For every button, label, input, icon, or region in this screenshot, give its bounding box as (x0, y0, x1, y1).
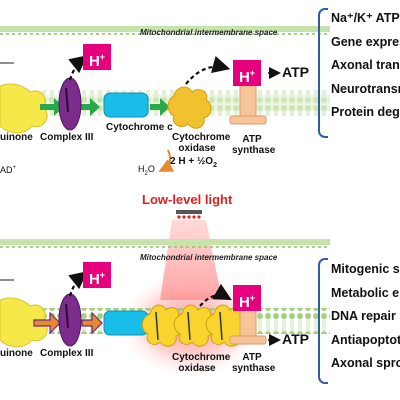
top-proton-arrow-1 (68, 55, 88, 81)
bottom-proton-arrow-2 (199, 283, 232, 307)
bottom-electron-arrows (33, 311, 103, 335)
top-water-arrow (158, 149, 175, 172)
top-atp-synthase-line2: synthase (232, 145, 276, 156)
bottom-atp-synthase-label: ATP synthase (232, 352, 276, 374)
bottom-oxidase-label-line2: oxidase (178, 363, 216, 374)
bottom-atp-label: ATP (282, 331, 309, 347)
top-proton-box-2: H+ (233, 60, 261, 86)
top-atp-synthase-label: ATP synthase (232, 134, 276, 156)
bottom-outcomes-list: Mitogenic s Metabolic e DNA repair Antia… (331, 258, 400, 376)
top-water-h: H (138, 164, 145, 174)
light-source (176, 210, 202, 219)
top-proton-charge-1: + (99, 52, 106, 62)
top-water-sub: 2 (144, 170, 148, 177)
top-oxidase-label: Cytochrome oxidase (172, 132, 231, 154)
bottom-proton-arrow-1 (68, 271, 88, 297)
bottom-proton-box-2: H+ (233, 285, 261, 311)
bottom-atp-synthase-shape (229, 301, 267, 345)
top-cytc-label: Cytochrome c (106, 122, 173, 133)
bottom-complex3-shape (58, 293, 82, 347)
top-electron-arrows (40, 98, 170, 116)
top-outcome-item: Gene expres (331, 34, 400, 49)
top-proton-box-1: H+ (83, 44, 111, 70)
top-outcome-item: Na⁺/K⁺ ATPa (331, 11, 400, 25)
top-atp-synthase-line1: ATP (242, 134, 262, 145)
top-cytc-shape (103, 92, 149, 118)
top-proton-symbol-2: H (238, 69, 250, 86)
top-outcomes-bracket (318, 8, 328, 138)
top-membrane-label: Mitochondrial intermembrane space (140, 28, 278, 37)
top-complex3-shape (58, 77, 82, 131)
top-outcome-item: Neurotransm (331, 81, 400, 96)
bottom-atp-synthase-line1: ATP (242, 352, 262, 363)
top-quinone-label: uinone (0, 132, 33, 143)
top-nad-text: AD (0, 165, 13, 175)
bottom-outcome-item: Axonal spro (331, 356, 400, 370)
bottom-proton-charge-2: + (249, 293, 256, 303)
bottom-outcome-item: Antiapoptot (331, 332, 400, 347)
top-oxidase-label-line2: oxidase (178, 143, 216, 154)
top-proton-arrow-2 (185, 56, 231, 85)
bottom-outcome-item: Mitogenic s (331, 262, 400, 276)
bottom-complex3-label: Complex III (40, 348, 94, 359)
top-nad-charge: + (12, 165, 17, 171)
top-equation-sub: 2 (213, 162, 217, 169)
bottom-proton-box-1: H+ (83, 262, 111, 288)
light-title: Low-level light (142, 192, 233, 207)
bottom-atp-synthase-line2: synthase (232, 363, 276, 374)
top-water-o: O (147, 164, 155, 174)
bottom-oxidase-label-line1: Cytochrome (172, 352, 231, 363)
top-atp-label: ATP (282, 64, 309, 80)
bottom-outcome-item: DNA repair (331, 309, 396, 323)
bottom-proton-charge-1: + (99, 270, 106, 280)
bottom-quinone-label: uinone (0, 348, 33, 359)
top-oxidase-shape (167, 86, 212, 129)
top-outcome-item: Protein deg (331, 105, 400, 119)
top-proton-symbol-1: H (88, 53, 100, 70)
bottom-proton-symbol-2: H (238, 294, 250, 311)
top-outcome-item: Axonal trans (331, 58, 400, 72)
top-oxidase-label-line1: Cytochrome (172, 132, 231, 143)
top-proton-charge-2: + (249, 68, 256, 78)
bottom-outcomes-bracket (318, 258, 328, 384)
top-water-label: H2O (138, 164, 155, 177)
top-equation-label: 2 H + ½O2 (170, 156, 217, 169)
top-equation-text: 2 H + ½O (170, 156, 214, 167)
bottom-membrane-label: Mitochondrial intermembrane space (140, 253, 278, 262)
bottom-oxidase-label: Cytochrome oxidase (172, 352, 231, 374)
bottom-cytc-shape (103, 310, 149, 336)
bottom-proton-symbol-1: H (88, 271, 100, 288)
top-complex3-label: Complex III (40, 132, 94, 143)
top-atp-synthase-shape (229, 83, 267, 125)
bottom-outcome-item: Metabolic e (331, 285, 400, 300)
top-outcomes-list: Na⁺/K⁺ ATPa Gene expres Axonal trans Neu… (331, 7, 400, 125)
top-nad-label: AD+ (0, 165, 16, 175)
